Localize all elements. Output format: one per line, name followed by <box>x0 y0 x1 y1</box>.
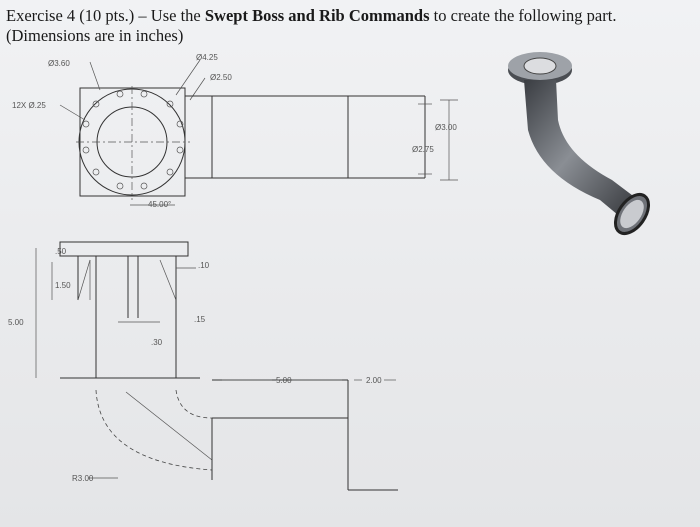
dim-bend-radius: R3.00 <box>72 474 94 483</box>
dim-straight-length: 5.00 <box>276 376 292 385</box>
dim-rib-gap: .10 <box>198 261 210 270</box>
dim-end-length: 2.00 <box>366 376 382 385</box>
dim-rib-mid: .30 <box>151 338 163 347</box>
pipe-3d-render <box>508 52 651 236</box>
dim-inner-dia: Ø2.75 <box>412 145 434 154</box>
pipe-side-view <box>185 95 458 181</box>
flange-top-view <box>59 59 206 206</box>
exercise-title: Exercise 4 (10 pts.) – Use the Swept Bos… <box>6 6 696 46</box>
dim-rib-height: 1.50 <box>55 281 71 290</box>
title-suffix: to create the following part. <box>429 6 617 25</box>
title-prefix: Exercise 4 (10 pts.) – Use the <box>6 6 205 25</box>
dim-height: 5.00 <box>8 318 24 327</box>
dim-outer-dia: Ø3.00 <box>435 123 457 132</box>
dim-flange-thk: .50 <box>55 247 67 256</box>
dim-pipe-od: Ø2.50 <box>210 73 232 82</box>
dim-rib-thk: .15 <box>194 315 206 324</box>
elbow-front-view <box>35 241 398 491</box>
title-units-note: (Dimensions are in inches) <box>6 26 184 45</box>
dim-hole-callout: 12X Ø.25 <box>12 101 46 110</box>
dim-angle: 45.00° <box>148 200 171 209</box>
title-bold-commands: Swept Boss and Rib Commands <box>204 6 430 25</box>
dim-flange-dia: Ø4.25 <box>196 53 218 62</box>
dim-bolt-circle-dia: Ø3.60 <box>48 59 70 68</box>
